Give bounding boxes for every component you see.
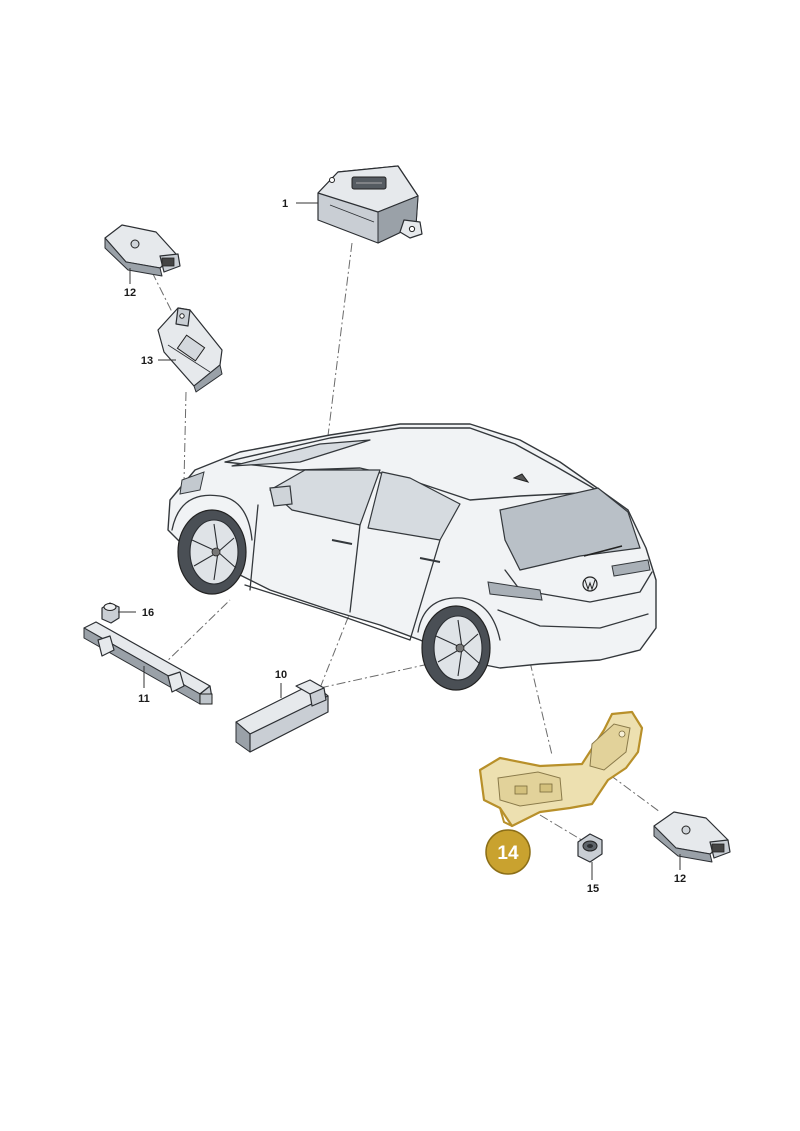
- callout-labels: 1 12 13 16 11 10 15 12: [124, 198, 686, 895]
- callout-13: 13: [141, 355, 153, 367]
- front-wheel: [177, 509, 247, 595]
- callout-16: 16: [142, 607, 154, 619]
- headlight: [179, 471, 205, 495]
- rear-wheel: [421, 605, 491, 691]
- rear-light-right: [611, 559, 651, 577]
- leader-lines: [118, 202, 681, 880]
- part-10-antenna-module[interactable]: [235, 679, 329, 753]
- assembly-line-part-15: [539, 814, 586, 843]
- car-tailgate-line: [504, 569, 653, 603]
- side-mirror: [269, 485, 293, 507]
- door-handle-rear: [419, 557, 441, 563]
- car-rear-side-window: [367, 471, 461, 541]
- part-11-antenna-bar[interactable]: [83, 621, 213, 705]
- callout-14-circle[interactable]: [485, 829, 531, 875]
- car-sunroof: [231, 439, 371, 467]
- part-12-top-sensor[interactable]: [104, 224, 181, 277]
- part-1-control-unit[interactable]: [317, 165, 423, 244]
- car-rear-window: [499, 487, 641, 571]
- callout-10: 10: [275, 669, 287, 681]
- part-16-nut[interactable]: [101, 602, 120, 624]
- door-handle-front: [331, 539, 353, 545]
- assembly-line-part-12-to-13: [151, 271, 173, 313]
- car-door-lines: [249, 504, 441, 641]
- assembly-line-part-11: [159, 599, 231, 669]
- assembly-line-part-10-a: [319, 599, 356, 689]
- rear-light-left: [487, 581, 543, 601]
- rear-wiper: [583, 545, 623, 557]
- callout-12-bottom: 12: [674, 873, 686, 885]
- callout-14-badge[interactable]: 14: [485, 829, 531, 875]
- assembly-line-part-13: [183, 391, 187, 483]
- callout-12-top: 12: [124, 287, 136, 299]
- car-front-side-window: [269, 469, 381, 526]
- callout-11: 11: [138, 693, 150, 705]
- callout-14: 14: [497, 843, 519, 864]
- assembly-line-part-12-bottom: [609, 774, 661, 813]
- part-15-nut[interactable]: [577, 833, 603, 863]
- part-12-bottom-sensor[interactable]: [653, 811, 731, 863]
- assembly-line-part-14: [529, 661, 553, 756]
- car-vw-id3: [167, 423, 657, 691]
- callout-15: 15: [587, 883, 599, 895]
- part-14-bracket-highlighted[interactable]: [478, 710, 644, 828]
- callout-1: 1: [282, 198, 288, 210]
- part-13-bracket[interactable]: [157, 307, 223, 393]
- car-sill-line: [244, 584, 411, 641]
- car-bumper-line: [497, 609, 649, 629]
- roof-antenna: [512, 473, 530, 483]
